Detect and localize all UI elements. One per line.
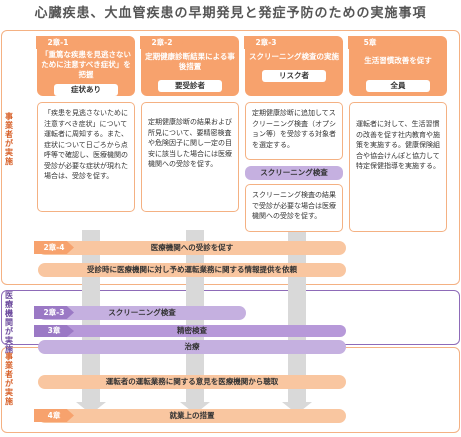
heading-lifestyle: 生活習慣改善を促す (364, 56, 432, 65)
tag-chapter-2-2: 2章-2 (140, 36, 184, 49)
step-screening-test: スクリーニング検査 (38, 306, 246, 320)
step-recommend-visit: 医療機関への受診を促す (38, 241, 346, 255)
tag-chapter-4: 4章 (34, 409, 74, 422)
step-detailed-exam: 精密検査 (38, 325, 346, 337)
tag-chapter-2-1-front: 2章-1 (36, 36, 80, 49)
page-title: 心臓疾患、大血管疾患の早期発見と発症予防のための実施事項 (34, 6, 427, 21)
heading-screening: スクリーニング検査の実施 (249, 52, 339, 61)
tag-chapter-2-3-medical: 2章-3 (34, 306, 74, 319)
screening-step: スクリーニング検査 (245, 166, 343, 180)
tag-chapter-5: 5章 (348, 36, 392, 49)
text-box-screening-result: スクリーニング検査の結果で受診が必要な場合は医療機関への受診を促す。 (245, 184, 343, 232)
step-work-measures: 就業上の措置 (38, 409, 346, 423)
step-treatment: 治療 (38, 340, 346, 354)
badge-health-check: 要受診者 (157, 80, 223, 92)
heading-symptoms: 「重篤な疾患を見逃さないために注意すべき症状」を把握 (41, 50, 131, 79)
badge-lifestyle: 全員 (365, 80, 431, 92)
text-box-health-check: 定期健康診断の結果および所見について、要精密検査や危険因子に関し一定の目安に該当… (141, 102, 239, 212)
text-box-screening: 定期健康診断に追加してスクリーニング検査（オプション等）を受診する対象者を選定す… (245, 102, 343, 160)
badge-symptoms: 症状あり (53, 84, 119, 96)
badge-screening: リスク者 (261, 70, 327, 82)
step-hear-opinion: 運転者の運転業務に関する意見を医療機関から聴取 (38, 375, 346, 389)
heading-health-check: 定期健康診断結果による事後措置 (145, 52, 235, 71)
step-request-info: 受診時に医療機関に対し予め運転業務に関する情報提供を依頼 (38, 263, 346, 277)
section-label-employer-top: 事業者が実施 (5, 112, 13, 166)
tag-chapter-2-3: 2章-3 (244, 36, 288, 49)
section-label-employer-bottom: 事業者が実施 (5, 352, 13, 406)
heading-card-screening: スクリーニング検査の実施 リスク者 (245, 36, 343, 96)
text-box-symptoms: 「疾患を見逃さないために注意すべき症状」について運転者に周知する。また、症状につ… (37, 102, 135, 212)
section-employer-top (1, 30, 460, 285)
tag-chapter-2-4: 2章-4 (34, 241, 74, 254)
tag-chapter-3: 3章 (34, 325, 74, 337)
section-label-medical: 医療機関が実施 (5, 291, 13, 354)
heading-card-health-check: 定期健康診断結果による事後措置 要受診者 (141, 36, 239, 96)
text-box-lifestyle: 運転者に対して、生活習慣の改善を促す社内教育や施策を実施する。健康保険組合や協会… (349, 102, 447, 232)
